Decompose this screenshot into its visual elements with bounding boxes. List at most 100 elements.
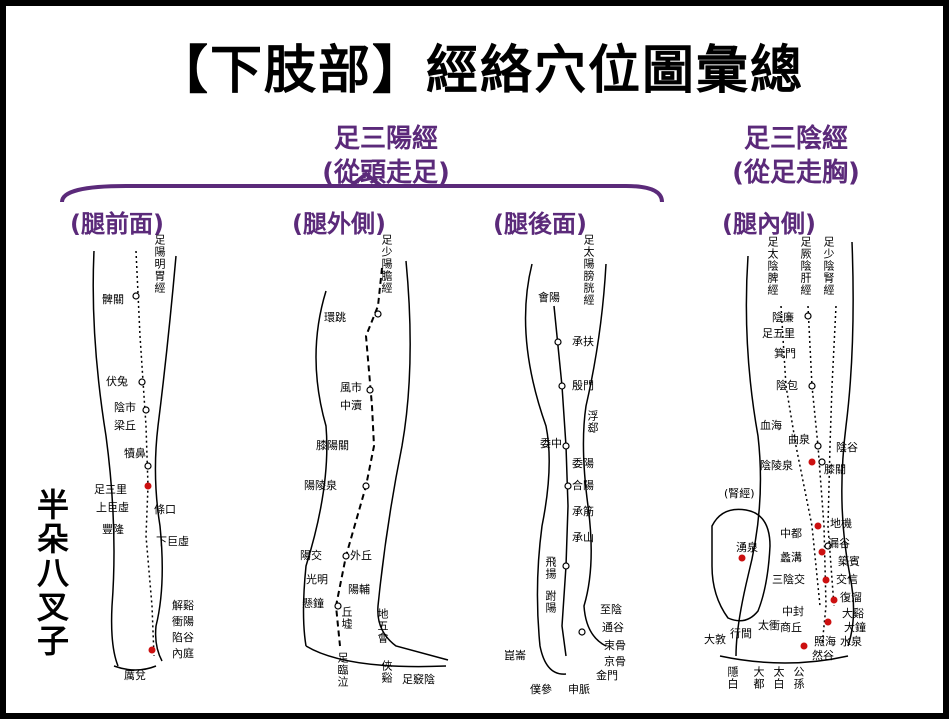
outer-point: 俠谿	[380, 660, 393, 684]
inner-point: 中封	[782, 605, 804, 618]
highlighted-points	[144, 458, 838, 654]
yongquan-point	[738, 554, 746, 562]
back-point: 跗陽	[544, 590, 557, 614]
view-inner-label: (腿內側)	[722, 210, 816, 238]
front-point: 伏兔	[106, 375, 128, 388]
inner-point: 隱白	[726, 666, 739, 690]
page-title: 【下肢部】經絡穴位圖彙總	[156, 41, 805, 101]
bladder-meridian-label: 足太陽膀胱經	[582, 234, 595, 306]
inner-point: 血海	[760, 419, 782, 432]
inner-point: 大谿	[842, 607, 864, 620]
back-point: 委陽	[572, 457, 594, 470]
front-point: 犢鼻	[124, 447, 146, 460]
outer-point: 地五會	[376, 608, 389, 644]
back-point: 會陽	[538, 291, 560, 304]
inner-point: 水泉	[840, 635, 862, 648]
outer-point: 足臨泣	[336, 652, 349, 688]
yang-group-title: 足三陽經	[333, 124, 438, 154]
inner-point: 大鐘	[844, 621, 866, 634]
outer-point: 懸鐘	[302, 597, 324, 610]
outer-point: 環跳	[324, 311, 346, 324]
inner-point: 陰包	[776, 379, 798, 392]
back-point: 通谷	[602, 621, 624, 634]
back-point: 束骨	[604, 639, 626, 652]
kidney-sole-label: (腎經)	[724, 487, 755, 500]
inner-point: 大敦	[704, 633, 726, 646]
watermark: 半朵八叉子	[32, 488, 70, 658]
back-point: 承山	[572, 531, 594, 544]
gallbladder-meridian-label: 足少陽膽經	[380, 234, 393, 294]
inner-point: 築賓	[838, 555, 860, 568]
outer-point: 足竅陰	[402, 673, 435, 686]
inner-point: 陰谷	[836, 441, 858, 454]
inner-point: 交信	[836, 573, 858, 586]
back-point: 承扶	[572, 335, 594, 348]
inner-point: 地機	[830, 517, 852, 530]
outer-point: 中瀆	[340, 399, 362, 412]
front-point: 梁丘	[114, 419, 136, 432]
front-point: 厲兌	[124, 669, 146, 682]
front-point: 豐隆	[102, 523, 124, 536]
front-point: 下巨虛	[156, 535, 189, 548]
inner-point: 膝關	[824, 463, 846, 476]
kidney-meridian-line	[827, 305, 837, 607]
spleen-meridian-label: 足太陰脾經	[766, 236, 779, 296]
front-point: 足三里	[94, 483, 127, 496]
inner-point: 中都	[780, 527, 802, 540]
outer-point: 光明	[306, 573, 328, 586]
front-point: 內庭	[172, 647, 194, 660]
back-point: 至陰	[600, 603, 622, 616]
inner-point: 大都	[752, 666, 765, 690]
front-point: 髀關	[102, 293, 124, 306]
spleen-meridian-line	[780, 305, 821, 607]
view-back-label: (腿後面)	[493, 210, 587, 238]
liver-meridian-line	[807, 305, 827, 647]
front-point: 陷谷	[172, 631, 194, 644]
back-point: 僕參	[530, 683, 552, 696]
inner-point: 陰陵泉	[760, 459, 793, 472]
yang-brace	[60, 184, 664, 203]
back-point: 金門	[596, 669, 618, 682]
back-point: 殷門	[572, 379, 594, 392]
front-point: 條口	[154, 503, 176, 516]
back-point: 承筋	[572, 505, 594, 518]
back-leg-outline	[524, 263, 607, 675]
outer-point: 陽輔	[348, 583, 370, 596]
inner-point: 三陰交	[772, 573, 805, 586]
back-point: 飛揚	[544, 556, 557, 580]
outer-point: 丘墟	[340, 606, 353, 630]
leg-drawings	[60, 171, 855, 675]
back-point: 京骨	[604, 655, 626, 668]
front-leg-outline	[92, 250, 177, 671]
outer-point: 膝陽關	[316, 439, 349, 452]
inner-point: 陰廉	[772, 311, 794, 324]
front-point: 陰市	[114, 401, 136, 414]
liver-meridian-label: 足厥陰肝經	[799, 236, 812, 296]
back-point: 合陽	[572, 479, 594, 492]
back-point: 浮郄	[586, 410, 599, 434]
inner-point: 箕門	[774, 347, 796, 360]
diagram-panel: 【下肢部】經絡穴位圖彙總 足三陽經 (從頭走足) 足三陰經 (從足走胸) (腿前…	[6, 6, 943, 713]
yang-group-subtitle: (從頭走足)	[322, 158, 450, 188]
inner-point: 太白	[772, 666, 785, 690]
inner-point: 復溜	[840, 591, 862, 604]
inner-point: 然谷	[812, 649, 834, 662]
front-point: 衝陽	[172, 615, 194, 628]
inner-point: 太衝	[758, 619, 780, 632]
outer-point: 外丘	[350, 549, 372, 562]
inner-point: 漏谷	[828, 537, 850, 550]
back-point: 崑崙	[504, 649, 526, 662]
inner-leg-outline	[719, 241, 855, 664]
yin-group-subtitle: (從足走胸)	[732, 158, 860, 188]
back-point: 委中	[540, 437, 562, 450]
acupoint-markers	[132, 292, 832, 636]
front-point: 解谿	[172, 599, 194, 612]
view-front-label: (腿前面)	[70, 210, 164, 238]
outer-point: 陽交	[300, 549, 322, 562]
inner-point: 蠡溝	[780, 551, 802, 564]
inner-point: 足五里	[762, 327, 795, 340]
outer-leg-outline	[302, 260, 449, 668]
front-point: 上巨虛	[96, 501, 129, 514]
inner-point: 商丘	[780, 621, 802, 634]
